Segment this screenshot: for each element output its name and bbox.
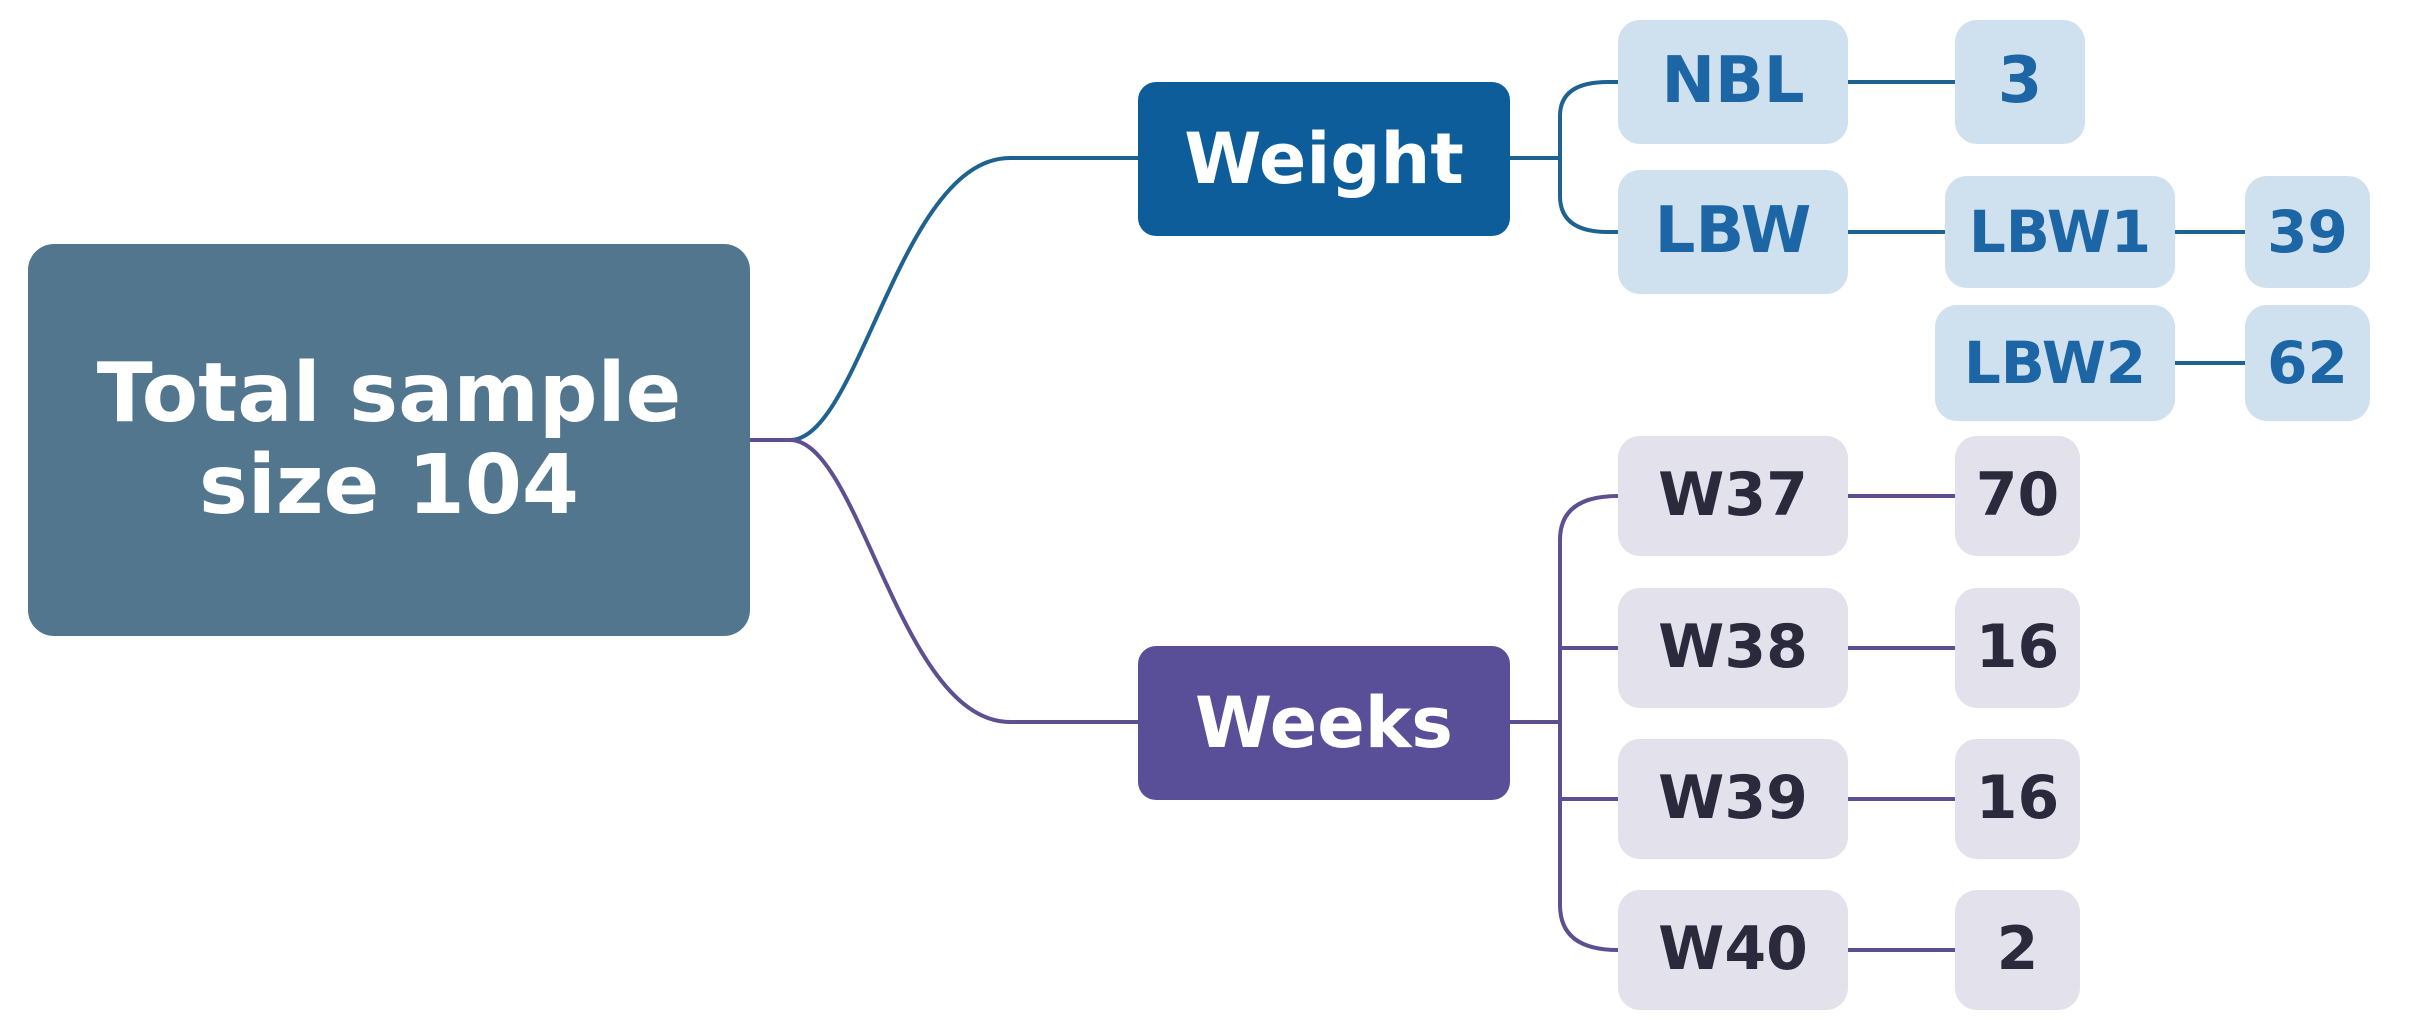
- w40-count: 2: [1996, 914, 2039, 985]
- node-w37-count: 70: [1955, 436, 2080, 556]
- node-lbw2-count: 62: [2245, 305, 2370, 421]
- link-root-weight: [748, 156, 1140, 442]
- node-w40: W40: [1618, 890, 1848, 1010]
- w37-count: 70: [1975, 460, 2060, 531]
- node-nbl: NBL: [1618, 20, 1848, 144]
- node-w38: W38: [1618, 588, 1848, 708]
- w39-count: 16: [1975, 763, 2060, 834]
- root-label: Total sample size 104: [96, 346, 682, 533]
- lbw2-label: LBW2: [1963, 328, 2147, 397]
- node-w39-count: 16: [1955, 739, 2080, 859]
- node-lbw2: LBW2: [1935, 305, 2175, 421]
- node-lbw1: LBW1: [1945, 176, 2175, 288]
- branch-node-weight: Weight: [1138, 82, 1510, 236]
- branch-node-weeks: Weeks: [1138, 646, 1510, 800]
- link-weight-bracket: [1508, 80, 1610, 234]
- lbw-label: LBW: [1654, 194, 1812, 269]
- link-root-weeks: [748, 438, 1140, 724]
- w37-label: W37: [1658, 460, 1808, 531]
- weight-label: Weight: [1184, 117, 1464, 200]
- root-node-total-sample: Total sample size 104: [28, 244, 750, 636]
- w38-count: 16: [1975, 612, 2060, 683]
- weeks-label: Weeks: [1195, 681, 1453, 764]
- node-w39: W39: [1618, 739, 1848, 859]
- lbw1-label: LBW1: [1968, 197, 2152, 266]
- w39-label: W39: [1658, 763, 1808, 834]
- lbw2-count: 62: [2267, 328, 2348, 397]
- nbl-label: NBL: [1661, 44, 1805, 119]
- w40-label: W40: [1658, 914, 1808, 985]
- node-lbw: LBW: [1618, 170, 1848, 294]
- node-nbl-count: 3: [1955, 20, 2085, 144]
- nbl-count: 3: [1997, 44, 2043, 119]
- node-w38-count: 16: [1955, 588, 2080, 708]
- node-w40-count: 2: [1955, 890, 2080, 1010]
- w38-label: W38: [1658, 612, 1808, 683]
- node-w37: W37: [1618, 436, 1848, 556]
- lbw1-count: 39: [2267, 197, 2348, 266]
- node-lbw1-count: 39: [2245, 176, 2370, 288]
- link-weeks-bracket: [1508, 494, 1620, 952]
